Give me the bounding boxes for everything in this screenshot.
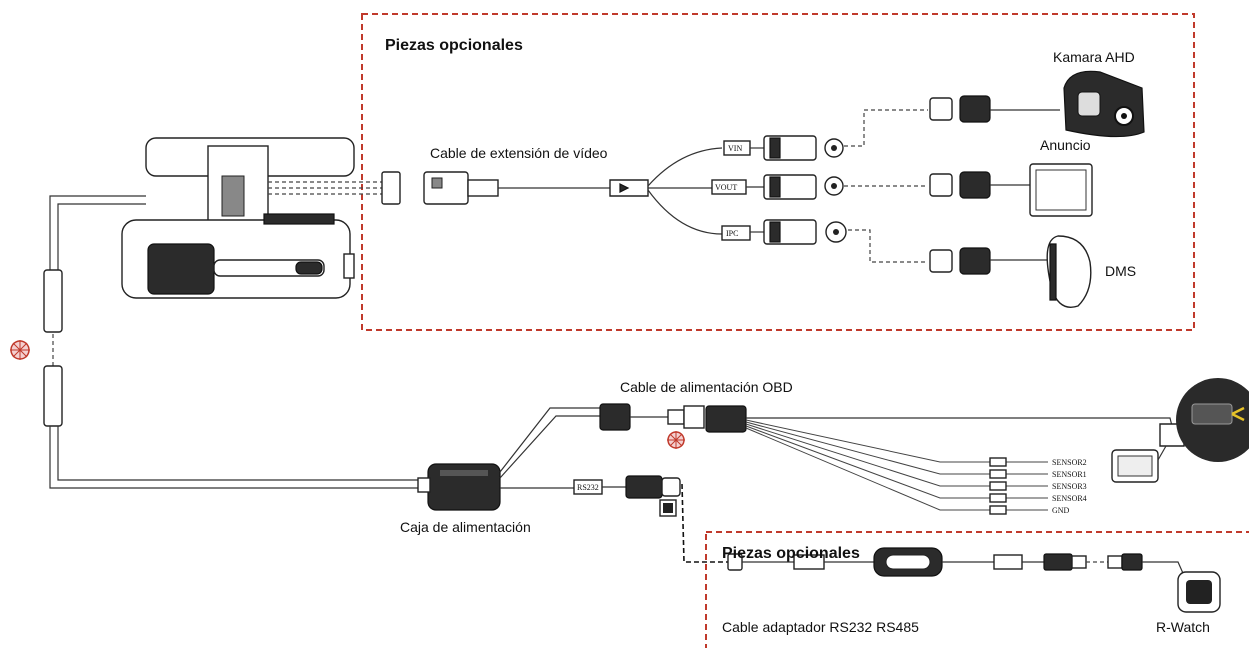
obd-port-photo	[1176, 378, 1249, 462]
sensor-label-4: SENSOR4	[1052, 494, 1087, 503]
sensor-label-2: SENSOR1	[1052, 470, 1087, 479]
obd-cable-label: Cable de alimentación OBD	[620, 379, 793, 395]
video-extension-cable	[423, 147, 723, 235]
r-watch-icon	[1177, 571, 1221, 613]
rs232-cable: RS232	[500, 475, 730, 563]
dms-label: DMS	[1105, 263, 1136, 279]
video-extension-cable-label: Cable de extensión de vídeo	[430, 145, 608, 161]
ipc-branch: IPC	[721, 219, 1050, 275]
power-cable-left	[43, 195, 420, 489]
optional-parts-frame-top	[361, 13, 1195, 331]
sensor-label-3: SENSOR3	[1052, 482, 1087, 491]
vout-tag: VOUT	[715, 183, 737, 192]
dms-camera-icon	[1046, 235, 1092, 308]
optional-parts-title-top: Piezas opcionales	[385, 37, 523, 54]
power-box-label: Caja de alimentación	[400, 519, 531, 535]
r-watch-label: R-Watch	[1156, 619, 1210, 635]
adapter-cable-label: Cable adaptador RS232 RS485	[722, 619, 919, 635]
rs232-tag: RS232	[577, 483, 599, 492]
ipc-tag: IPC	[726, 229, 738, 238]
optional-parts-title-bottom: Piezas opcionales	[722, 545, 860, 562]
rs232-rs485-adapter	[727, 547, 1187, 581]
vout-branch: VOUT	[711, 171, 1030, 200]
dashcam-device	[121, 137, 355, 299]
monitor-icon	[1029, 163, 1093, 217]
ahd-camera-label: Kamara AHD	[1053, 49, 1135, 65]
vin-tag: VIN	[728, 144, 742, 153]
sensor-wires	[745, 419, 1048, 515]
optional-parts-frame-bottom	[705, 531, 1249, 648]
sensor-label-1: SENSOR2	[1052, 458, 1087, 467]
warning-burst-icon	[10, 340, 30, 360]
power-box	[417, 463, 501, 511]
ahd-camera-icon	[1063, 70, 1145, 138]
obd-plug	[1111, 423, 1185, 483]
ad-label: Anuncio	[1040, 137, 1091, 153]
sensor-label-gnd: GND	[1052, 506, 1070, 515]
device-ribbon	[268, 171, 401, 205]
warning-burst-icon-2	[667, 431, 685, 449]
vin-branch: VIN	[723, 95, 1060, 161]
